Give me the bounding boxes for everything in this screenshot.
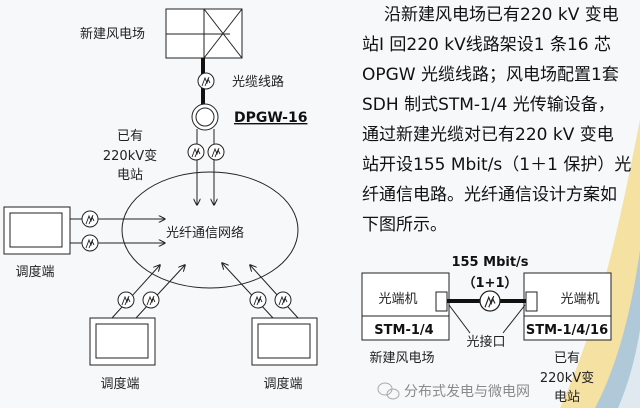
optical-port bbox=[525, 291, 538, 312]
cable-joint-icon bbox=[191, 103, 219, 131]
description-line: SDH 制式STM-1/4 光传输设备， bbox=[362, 95, 615, 115]
right-device-model: STM-1/4/16 bbox=[526, 323, 608, 338]
fiber-icon bbox=[197, 72, 215, 90]
substation-label-3: 电站 bbox=[117, 168, 143, 183]
network-ellipse bbox=[121, 171, 299, 289]
watermark: 分布式发电与微电网 bbox=[404, 384, 530, 400]
right-site-label-1: 已有 bbox=[554, 351, 580, 366]
terminal-bottom-left bbox=[89, 317, 156, 366]
description-line: 站开设155 Mbit/s（1＋1 保护）光 bbox=[362, 155, 632, 175]
right-device-box bbox=[523, 272, 612, 341]
fiber-icon bbox=[249, 291, 267, 309]
left-device-model: STM-1/4 bbox=[374, 323, 433, 338]
description-line: 纤通信电路。光纤通信设计方案如 bbox=[362, 185, 617, 205]
left-site-label: 新建风电场 bbox=[369, 350, 434, 366]
fiber-icon bbox=[81, 234, 99, 252]
fiber-icon bbox=[117, 291, 135, 309]
right-site-label-3: 电站 bbox=[554, 390, 580, 405]
terminal-label-left: 调度端 bbox=[15, 264, 54, 280]
cable-type: DPGW-16 bbox=[234, 110, 307, 126]
right-site-label-2: 220kV变 bbox=[540, 370, 594, 386]
terminal-left bbox=[3, 206, 71, 255]
right-device-label: 光端机 bbox=[560, 292, 599, 307]
description-line: 通过新建光缆对已有220 kV 变电 bbox=[362, 125, 614, 145]
terminal-label-bottom-left: 调度端 bbox=[100, 376, 139, 392]
rate-label: 155 Mbit/s bbox=[451, 255, 528, 270]
fiber-icon bbox=[207, 143, 225, 161]
description-text: 沿新建风电场已有220 kV 变电 站I 回220 kV线路架设1 条16 芯 … bbox=[362, 0, 640, 240]
optical-port bbox=[435, 291, 448, 312]
port-label: 光接口 bbox=[466, 334, 505, 350]
network-label: 光纤通信网络 bbox=[166, 225, 244, 241]
fiber-icon bbox=[81, 210, 99, 228]
description-line: OPGW 光缆线路；风电场配置1套 bbox=[362, 65, 619, 85]
description-line: 站I 回220 kV线路架设1 条16 芯 bbox=[362, 35, 611, 55]
wind-farm-label: 新建风电场 bbox=[80, 26, 145, 42]
terminal-bottom-right bbox=[251, 317, 318, 366]
wind-farm-box bbox=[165, 8, 243, 59]
description-line: 下图所示。 bbox=[362, 215, 447, 235]
description-line: 沿新建风电场已有220 kV 变电 bbox=[384, 5, 619, 25]
fiber-icon bbox=[142, 291, 160, 309]
cable-label: 光缆线路 bbox=[232, 74, 284, 90]
fiber-icon bbox=[274, 291, 292, 309]
fiber-icon bbox=[187, 143, 205, 161]
left-device-box bbox=[361, 272, 450, 341]
fiber-icon bbox=[479, 290, 501, 312]
left-device-label: 光端机 bbox=[378, 292, 417, 307]
wechat-icon bbox=[377, 382, 400, 400]
substation-label-2: 220kV变 bbox=[103, 148, 157, 164]
protection-label: （1+1） bbox=[463, 275, 518, 291]
substation-label-1: 已有 bbox=[117, 129, 143, 144]
terminal-label-bottom-right: 调度端 bbox=[263, 376, 302, 392]
